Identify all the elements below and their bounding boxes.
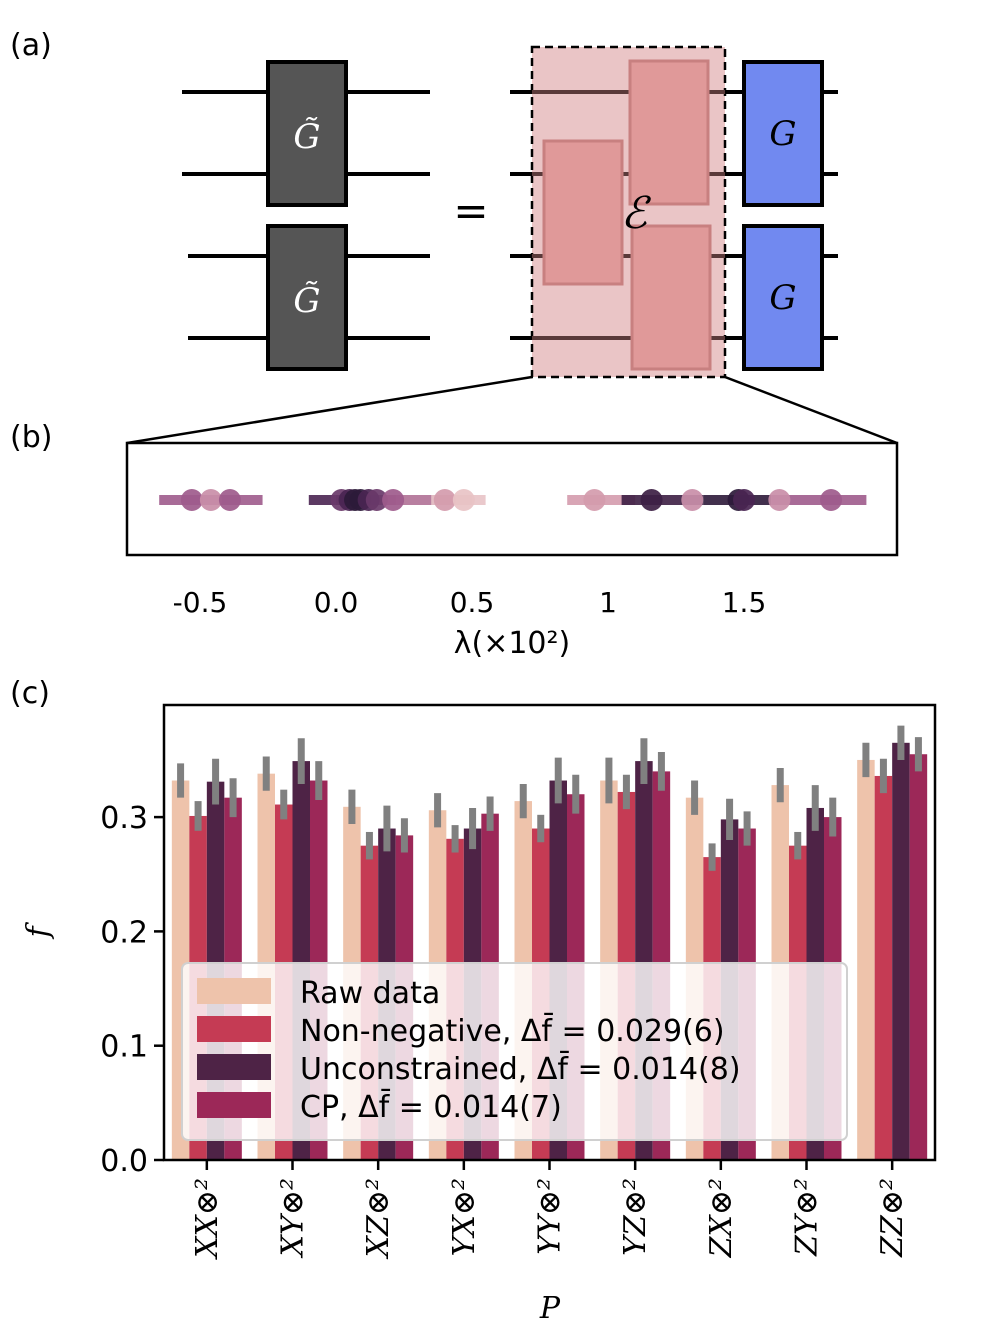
eigenvalue-point-10 bbox=[433, 489, 456, 511]
zoom-line-right bbox=[724, 375, 898, 445]
noisy-gate-top bbox=[266, 60, 348, 207]
legend-label-1: Non-negative, Δf̄ = 0.029(6) bbox=[300, 1013, 725, 1049]
noise-channel-label: ℰ bbox=[621, 188, 652, 239]
eigenvalue-point-2 bbox=[218, 489, 241, 511]
eigenvalue-point-0 bbox=[180, 489, 203, 511]
eigen-tick-label-0: -0.5 bbox=[173, 586, 228, 619]
x-tick-label-7: ZY⊗² bbox=[790, 1178, 825, 1257]
eigenvalue-point-12 bbox=[583, 489, 606, 511]
x-tick-label-1: XY⊗² bbox=[276, 1178, 311, 1258]
panel-a-label: (a) bbox=[10, 28, 52, 63]
eigenvalue-strip bbox=[159, 489, 867, 511]
y-tick-label-3: 0.3 bbox=[100, 801, 148, 836]
eigen-tick-label-1: 0.0 bbox=[314, 586, 359, 619]
legend-label-2: Unconstrained, Δf̄ = 0.014(8) bbox=[300, 1051, 741, 1087]
eigenvalue-point-16 bbox=[733, 489, 755, 511]
equals-sign: = bbox=[453, 186, 488, 235]
ideal-gate-bottom-label: G bbox=[769, 278, 796, 318]
bar-8-3 bbox=[909, 754, 928, 1160]
legend-swatch-0 bbox=[197, 978, 271, 1004]
noisy-gate-bottom-label: G̃ bbox=[293, 281, 320, 321]
circuit-right: ℰ G G bbox=[510, 45, 838, 379]
x-tick-label-0: XX⊗² bbox=[190, 1178, 225, 1260]
ideal-gate-bottom bbox=[742, 224, 824, 371]
bar-8-0 bbox=[857, 759, 875, 1160]
y-tick-label-0: 0.0 bbox=[100, 1144, 148, 1179]
noisy-gate-top-label: G̃ bbox=[293, 117, 320, 157]
x-tick-label-6: ZX⊗² bbox=[704, 1178, 739, 1258]
zoom-line-left bbox=[126, 375, 533, 445]
legend-swatch-3 bbox=[197, 1092, 271, 1118]
ideal-gate-top-label: G bbox=[769, 114, 796, 154]
eigenvalue-axis-label: λ(×10²) bbox=[454, 626, 571, 661]
x-tick-label-2: XZ⊗² bbox=[361, 1178, 396, 1259]
eigenvalue-point-14 bbox=[681, 489, 704, 511]
legend-swatch-1 bbox=[197, 1016, 271, 1042]
x-axis-label: P bbox=[539, 1291, 561, 1326]
eigen-tick-label-4: 1.5 bbox=[722, 586, 767, 619]
legend-box bbox=[181, 962, 848, 1141]
y-tick-label-1: 0.1 bbox=[100, 1030, 148, 1065]
ideal-gate-top bbox=[742, 60, 824, 207]
circuit-left: G̃ G̃ bbox=[182, 60, 430, 371]
bar-8-2 bbox=[892, 742, 910, 1160]
eigenvalue-point-11 bbox=[452, 489, 475, 511]
eigenvalue-point-8 bbox=[365, 489, 388, 511]
chart-axes: 0.0 0.1 0.2 0.3XX⊗² XY⊗² XZ⊗² YX⊗² YY⊗² YZ⊗² ZX⊗²… bbox=[100, 801, 910, 1260]
panel-c-label: (c) bbox=[10, 676, 50, 711]
noise-gate-1 bbox=[542, 139, 624, 286]
eigenvalue-point-17 bbox=[768, 489, 791, 511]
bar-8-1 bbox=[874, 775, 893, 1160]
eigen-tick-label-2: 0.5 bbox=[450, 586, 495, 619]
x-tick-label-8: ZZ⊗² bbox=[875, 1178, 910, 1258]
legend-swatch-2 bbox=[197, 1054, 271, 1080]
noise-gate-3 bbox=[630, 224, 712, 371]
noise-gate-2 bbox=[628, 59, 710, 206]
eigenvalue-point-18 bbox=[820, 489, 843, 511]
eigenvalue-point-9 bbox=[382, 489, 405, 511]
panel-b-label: (b) bbox=[10, 420, 52, 455]
y-axis-label: f bbox=[21, 922, 56, 940]
y-tick-label-2: 0.2 bbox=[100, 915, 148, 950]
legend-label-3: CP, Δf̄ = 0.014(7) bbox=[300, 1089, 562, 1125]
x-tick-label-4: YY⊗² bbox=[533, 1178, 568, 1255]
legend-label-0: Raw data bbox=[300, 976, 440, 1011]
x-tick-label-5: YZ⊗² bbox=[618, 1178, 653, 1256]
eigen-tick-label-3: 1 bbox=[599, 586, 617, 619]
x-tick-label-3: YX⊗² bbox=[447, 1178, 482, 1256]
noisy-gate-bottom bbox=[266, 224, 348, 371]
eigenvalue-axis: -0.5 0.0 0.5 1 1.5 bbox=[173, 586, 767, 619]
eigenvalue-point-1 bbox=[199, 489, 222, 511]
eigenvalue-point-13 bbox=[640, 489, 663, 511]
